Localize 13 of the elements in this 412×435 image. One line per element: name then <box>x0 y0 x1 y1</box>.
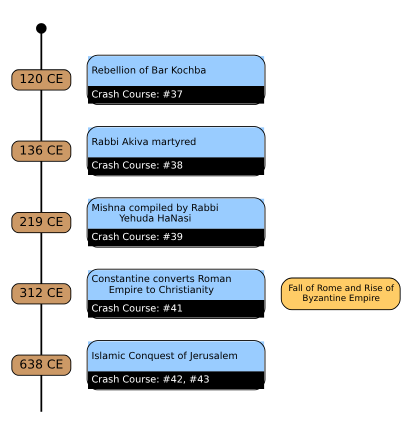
connector <box>40 160 42 212</box>
connector <box>40 304 42 354</box>
node-box: Fall of Rome and Rise of Byzantine Empire <box>280 277 401 310</box>
node-box: 219 CE <box>11 211 72 233</box>
connector <box>40 90 42 140</box>
node-box: 136 CE <box>11 140 72 162</box>
node-circle <box>36 22 47 34</box>
node-box: 120 CE <box>11 68 72 90</box>
node-box: 312 CE <box>11 282 72 304</box>
node-box: 638 CE <box>11 354 72 376</box>
connector <box>40 374 42 412</box>
connector <box>40 232 42 284</box>
connector <box>40 33 42 70</box>
